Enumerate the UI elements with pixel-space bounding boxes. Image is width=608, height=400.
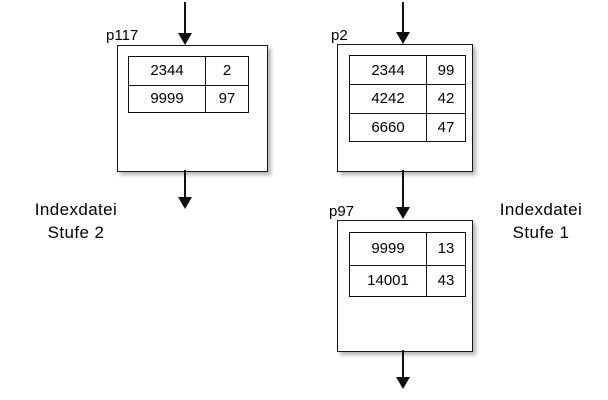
entry-table-p97: 9999 13 14001 43 [349, 232, 466, 297]
entry-pointer: 43 [437, 272, 455, 290]
entry-pointer: 2 [222, 62, 232, 80]
entry-table-p2: 2344 99 4242 42 6660 47 [349, 55, 466, 142]
entry-key: 14001 [350, 265, 427, 296]
table-row[interactable]: 2344 99 [350, 56, 465, 85]
entry-key: 2344 [350, 56, 427, 85]
page-box-p117[interactable]: 2344 2 9999 97 [117, 45, 268, 172]
entry-table-p117: 2344 2 9999 97 [128, 56, 249, 113]
caption-level-1-line1: Indexdatei [499, 200, 583, 219]
caption-level-1-line2: Stufe 1 [512, 223, 570, 242]
entry-pointer: 42 [437, 90, 455, 108]
entry-key: 9999 [350, 233, 427, 265]
table-row[interactable]: 9999 13 [350, 233, 465, 265]
page-label-p97: p97 [329, 203, 355, 220]
entry-key: 4242 [350, 85, 427, 113]
entry-key: 2344 [129, 57, 206, 85]
table-row[interactable]: 14001 43 [350, 264, 465, 296]
table-row[interactable]: 4242 42 [350, 84, 465, 113]
table-row[interactable]: 6660 47 [350, 112, 465, 141]
caption-level-1: Indexdatei Stufe 1 [478, 198, 604, 244]
entry-pointer: 99 [437, 61, 455, 79]
entry-pointer: 47 [437, 118, 455, 136]
arrow-out-of-p97-icon [396, 350, 410, 389]
entry-pointer: 13 [437, 240, 455, 258]
arrow-into-p2-icon [396, 2, 410, 44]
page-label-p117: p117 [106, 27, 139, 44]
entry-key: 9999 [129, 85, 206, 112]
page-label-p2: p2 [331, 27, 348, 44]
entry-key: 6660 [350, 113, 427, 141]
caption-level-2-line1: Indexdatei [34, 200, 118, 219]
arrow-into-p117-icon [178, 2, 192, 45]
page-box-p97[interactable]: 9999 13 14001 43 [337, 220, 473, 352]
arrow-out-of-p117-icon [178, 170, 192, 209]
table-row[interactable]: 9999 97 [129, 84, 248, 112]
caption-level-2: Indexdatei Stufe 2 [6, 198, 146, 244]
page-box-p2[interactable]: 2344 99 4242 42 6660 47 [337, 44, 473, 172]
caption-level-2-line2: Stufe 2 [47, 223, 105, 242]
arrow-p2-to-p97-icon [396, 170, 410, 219]
table-row[interactable]: 2344 2 [129, 57, 248, 85]
entry-pointer: 97 [218, 90, 236, 108]
